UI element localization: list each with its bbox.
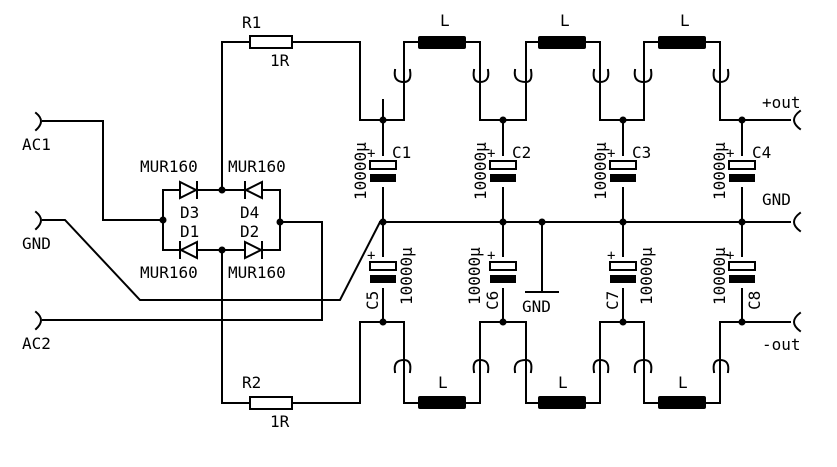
capacitor-c7-icon xyxy=(609,261,637,283)
input-terminals xyxy=(34,111,42,331)
ac2-terminal-icon xyxy=(34,310,42,331)
capacitor-c2-icon xyxy=(489,160,517,182)
inductor-bottom-2-icon xyxy=(538,396,586,409)
gnd-in-label: GND xyxy=(22,234,51,253)
output-terminals xyxy=(793,109,802,333)
capacitor-c1-icon xyxy=(369,160,397,182)
c5-ref: C5 xyxy=(363,291,382,310)
diode-d3-icon xyxy=(179,180,199,200)
c2-ref: C2 xyxy=(512,143,531,162)
d1-part: MUR160 xyxy=(140,263,198,282)
ground-symbol-label: GND xyxy=(522,297,551,316)
gnd-out-terminal-icon xyxy=(793,211,802,233)
inductor-bottom-3-label: L xyxy=(678,373,688,392)
inductor-top-2-label: L xyxy=(560,11,570,30)
out-pos-terminal-icon xyxy=(793,109,802,131)
inductor-top-3-label: L xyxy=(680,11,690,30)
d4-part: MUR160 xyxy=(228,157,286,176)
r2-ref: R2 xyxy=(242,373,261,392)
d3-ref: D3 xyxy=(180,203,199,222)
capacitor-c4-icon xyxy=(728,160,756,182)
capacitor-c3-icon xyxy=(609,160,637,182)
c3-plus: + xyxy=(607,146,615,162)
d4-ref: D4 xyxy=(240,203,259,222)
r1-ref: R1 xyxy=(242,13,261,32)
d1-ref: D1 xyxy=(180,222,199,241)
c8-ref: C8 xyxy=(745,291,764,310)
c8-value: 10000µ xyxy=(710,247,729,305)
inductor-top-1-label: L xyxy=(440,11,450,30)
ac1-label: AC1 xyxy=(22,135,51,154)
c5-plus: + xyxy=(367,248,375,264)
c2-plus: + xyxy=(487,146,495,162)
capacitor-c6-icon xyxy=(489,261,517,283)
c1-ref: C1 xyxy=(392,143,411,162)
diode-d2-icon xyxy=(244,240,264,260)
d2-ref: D2 xyxy=(240,222,259,241)
c4-value: 10000µ xyxy=(710,142,729,200)
c2-value: 10000µ xyxy=(471,142,490,200)
c4-ref: C4 xyxy=(752,143,771,162)
resistor-r2 xyxy=(249,396,293,410)
diode-d1-icon xyxy=(178,240,198,260)
r2-value: 1R xyxy=(270,412,290,431)
capacitor-c5-icon xyxy=(369,261,397,283)
c6-plus: + xyxy=(487,248,495,264)
d3-part: MUR160 xyxy=(140,157,198,176)
out-neg-terminal-icon xyxy=(793,311,802,333)
c8-plus: + xyxy=(726,248,734,264)
inductor-bottom-1-icon xyxy=(418,396,466,409)
r1-value: 1R xyxy=(270,51,290,70)
wiring xyxy=(42,41,791,404)
out-pos-label: +out xyxy=(762,93,801,112)
inductor-top-2-icon xyxy=(538,36,586,49)
inductor-bottom-2-label: L xyxy=(558,373,568,392)
out-neg-label: -out xyxy=(762,335,801,354)
c1-value: 10000µ xyxy=(351,142,370,200)
resistor-r1 xyxy=(249,35,293,49)
junction-dots xyxy=(159,116,746,326)
inductor-bottom-1-label: L xyxy=(438,373,448,392)
c5-value: 10000µ xyxy=(397,247,416,305)
ac1-terminal-icon xyxy=(34,111,42,132)
c7-plus: + xyxy=(607,248,615,264)
d2-part: MUR160 xyxy=(228,263,286,282)
ac2-label: AC2 xyxy=(22,334,51,353)
c6-value: 10000µ xyxy=(465,247,484,305)
c7-ref: C7 xyxy=(603,291,622,310)
c3-value: 10000µ xyxy=(591,142,610,200)
inductor-bottom-3-icon xyxy=(658,396,706,409)
inductor-top-1-icon xyxy=(418,36,466,49)
gnd-out-label: GND xyxy=(762,190,791,209)
capacitor-c8-icon xyxy=(728,261,756,283)
c6-ref: C6 xyxy=(483,291,502,310)
inductor-hooks xyxy=(393,68,730,374)
c3-ref: C3 xyxy=(632,143,651,162)
c4-plus: + xyxy=(726,146,734,162)
c1-plus: + xyxy=(367,146,375,162)
gnd-in-terminal-icon xyxy=(34,210,42,231)
inductor-top-3-icon xyxy=(658,36,706,49)
diode-d4-icon xyxy=(243,180,263,200)
c7-value: 10000µ xyxy=(637,247,656,305)
